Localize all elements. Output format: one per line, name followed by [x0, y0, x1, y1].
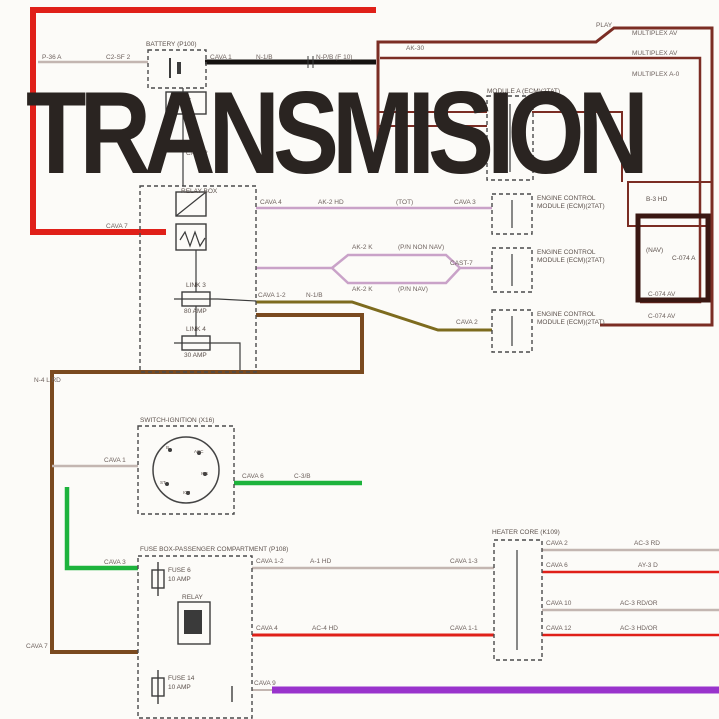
ecm3-box — [491, 309, 533, 353]
ignition-rotor — [152, 436, 220, 504]
battery-sub-box — [165, 91, 207, 115]
fusebox-relay-symbol — [177, 601, 211, 645]
fusebox-relay-core — [184, 610, 202, 634]
ignition-terminal-dot — [168, 448, 172, 452]
relay-box-internal4 — [218, 342, 241, 370]
wire-pink-ecm2b — [331, 253, 461, 269]
transmission-title-overlay: TRANSMISION — [26, 67, 649, 198]
ignition-terminal-dot — [197, 451, 201, 455]
wire-green-to-fusebox — [64, 487, 138, 571]
relay1-contact — [175, 191, 207, 217]
wire-maroon-branch3 — [532, 111, 623, 182]
ignition-terminal-dot — [165, 482, 169, 486]
ecm1-box — [491, 193, 533, 235]
fuse14-arrow — [154, 703, 162, 710]
heater-core-box — [493, 539, 543, 661]
wire-pink-ecm2c — [331, 267, 461, 285]
relay-box-internal3 — [217, 298, 257, 302]
fuse6-arrow — [154, 595, 162, 602]
module-a-box — [486, 95, 534, 181]
relay2-symbol — [175, 223, 207, 251]
fuse-box — [137, 555, 253, 719]
fusebox-tap-arrow — [228, 701, 236, 708]
ignition-box — [137, 425, 235, 515]
fuse14-symbol — [151, 677, 165, 697]
wire-olive-ecm3 — [256, 300, 492, 332]
relay-box — [139, 185, 257, 373]
nav-box — [635, 213, 711, 303]
wire-maroon-outer — [376, 26, 714, 327]
relay1-symbol — [175, 191, 207, 217]
relay2-coil — [179, 230, 206, 248]
wire-red-main — [30, 7, 376, 235]
b3-box — [627, 181, 713, 227]
ignition-terminal-dot — [186, 491, 190, 495]
ignition-terminal-dot — [203, 472, 207, 476]
battery-box — [147, 49, 207, 89]
fuse6-symbol — [151, 569, 165, 589]
